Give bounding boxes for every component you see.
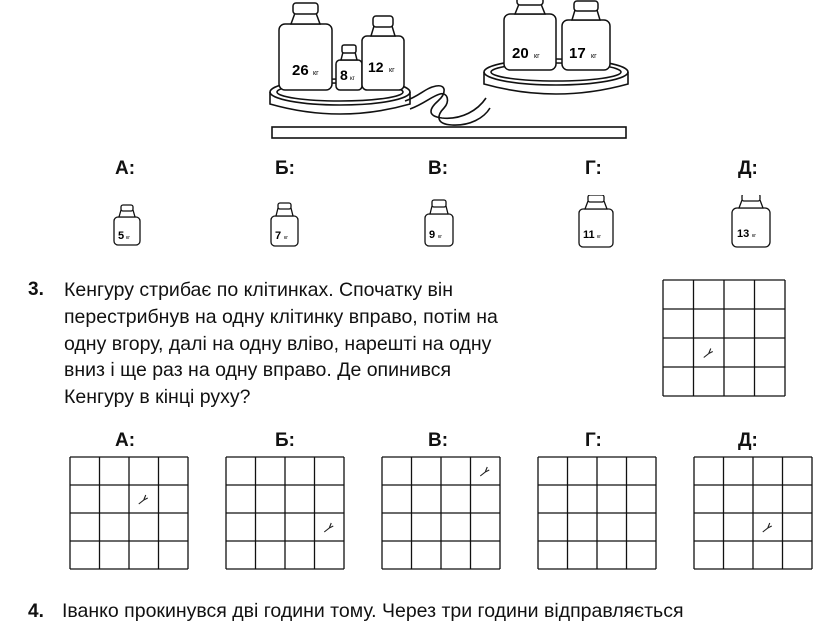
- q2-option-weights: 5 кг 7 кг 9 кг 11 кг 13 кг: [113, 195, 771, 248]
- q3-option-g-grid[interactable]: [537, 456, 657, 570]
- q3-option-v-label[interactable]: В:: [428, 430, 449, 451]
- weight-26kg: [278, 2, 333, 91]
- q3-text-line: Кенгуру стрибає по клітинках. Спочатку в…: [64, 279, 453, 301]
- q2-option-d-label[interactable]: Д:: [738, 158, 758, 179]
- svg-text:11: 11: [583, 229, 595, 241]
- weight-17kg: [561, 0, 611, 71]
- q3-text-line: перестрибнув на одну клітинку вправо, по…: [64, 305, 498, 328]
- kangaroo-mark: [323, 522, 334, 533]
- weight-12-label: 12: [368, 59, 384, 75]
- q2-option-b-label[interactable]: Б:: [275, 158, 295, 179]
- q3-number: 3.: [28, 279, 44, 300]
- q4-number: 4.: [28, 601, 44, 622]
- weight-8kg: [335, 44, 363, 91]
- svg-text:кг: кг: [534, 53, 540, 60]
- balance-scale-illustration: 26 кг 8 кг 12 кг 20 кг 17 кг: [269, 0, 629, 139]
- kangaroo-mark: [762, 522, 772, 533]
- weight-20-label: 20: [512, 45, 529, 62]
- svg-text:кг: кг: [350, 76, 356, 82]
- q3-text-line: одну вгору, далі на одну вліво, нарешті …: [64, 332, 492, 355]
- q3-option-b-grid[interactable]: [225, 456, 345, 570]
- weight-26-label: 26: [292, 62, 309, 79]
- q3-text: Кенгуру стрибає по клітинках. Спочатку в…: [64, 277, 588, 411]
- weight-5kg: [113, 204, 141, 246]
- q2-option-a-label[interactable]: А:: [115, 158, 136, 179]
- svg-text:13: 13: [737, 228, 749, 240]
- q3-start-grid: [662, 279, 786, 397]
- svg-text:5: 5: [118, 230, 124, 242]
- q2-option-v-label[interactable]: В:: [428, 158, 449, 179]
- q2-options: А: Б: В: Г: Д:: [0, 150, 832, 250]
- q3-option-a-label[interactable]: А:: [115, 430, 136, 451]
- weight-20kg: [503, 0, 557, 71]
- svg-text:7: 7: [275, 230, 281, 242]
- weight-17-label: 17: [569, 45, 586, 62]
- svg-text:кг: кг: [389, 67, 395, 74]
- q4-text: Іванко прокинувся дві години тому. Через…: [62, 600, 684, 622]
- q3-text-line: Кенгуру в кінці руху?: [64, 386, 251, 409]
- q2-option-g-label[interactable]: Г:: [585, 158, 602, 179]
- svg-text:кг: кг: [313, 70, 319, 77]
- svg-text:9: 9: [429, 229, 435, 241]
- q3-text-line: вниз і ще раз на одну вправо. Де опинивс…: [64, 359, 452, 382]
- q3-option-g-label[interactable]: Г:: [585, 430, 602, 451]
- svg-text:кг: кг: [284, 235, 288, 241]
- q3-option-d-label[interactable]: Д:: [738, 430, 758, 451]
- weight-12kg: [361, 15, 405, 91]
- svg-text:кг: кг: [591, 53, 597, 60]
- weight-9kg: [424, 199, 454, 247]
- weight-13kg: [731, 195, 771, 248]
- svg-text:кг: кг: [597, 234, 601, 240]
- kangaroo-mark: [703, 348, 713, 358]
- q3-option-a-grid[interactable]: [69, 456, 189, 570]
- kangaroo-mark: [479, 466, 490, 477]
- kangaroo-mark: [138, 494, 148, 505]
- svg-text:кг: кг: [126, 235, 130, 241]
- weight-8-label: 8: [340, 67, 348, 83]
- q3-option-b-label[interactable]: Б:: [275, 430, 295, 451]
- q3-option-v-grid[interactable]: [381, 456, 501, 570]
- svg-text:кг: кг: [752, 233, 756, 239]
- weight-11kg: [578, 195, 614, 248]
- q3-option-d-grid[interactable]: [693, 456, 813, 570]
- weight-7kg: [270, 202, 299, 247]
- svg-text:кг: кг: [438, 234, 442, 240]
